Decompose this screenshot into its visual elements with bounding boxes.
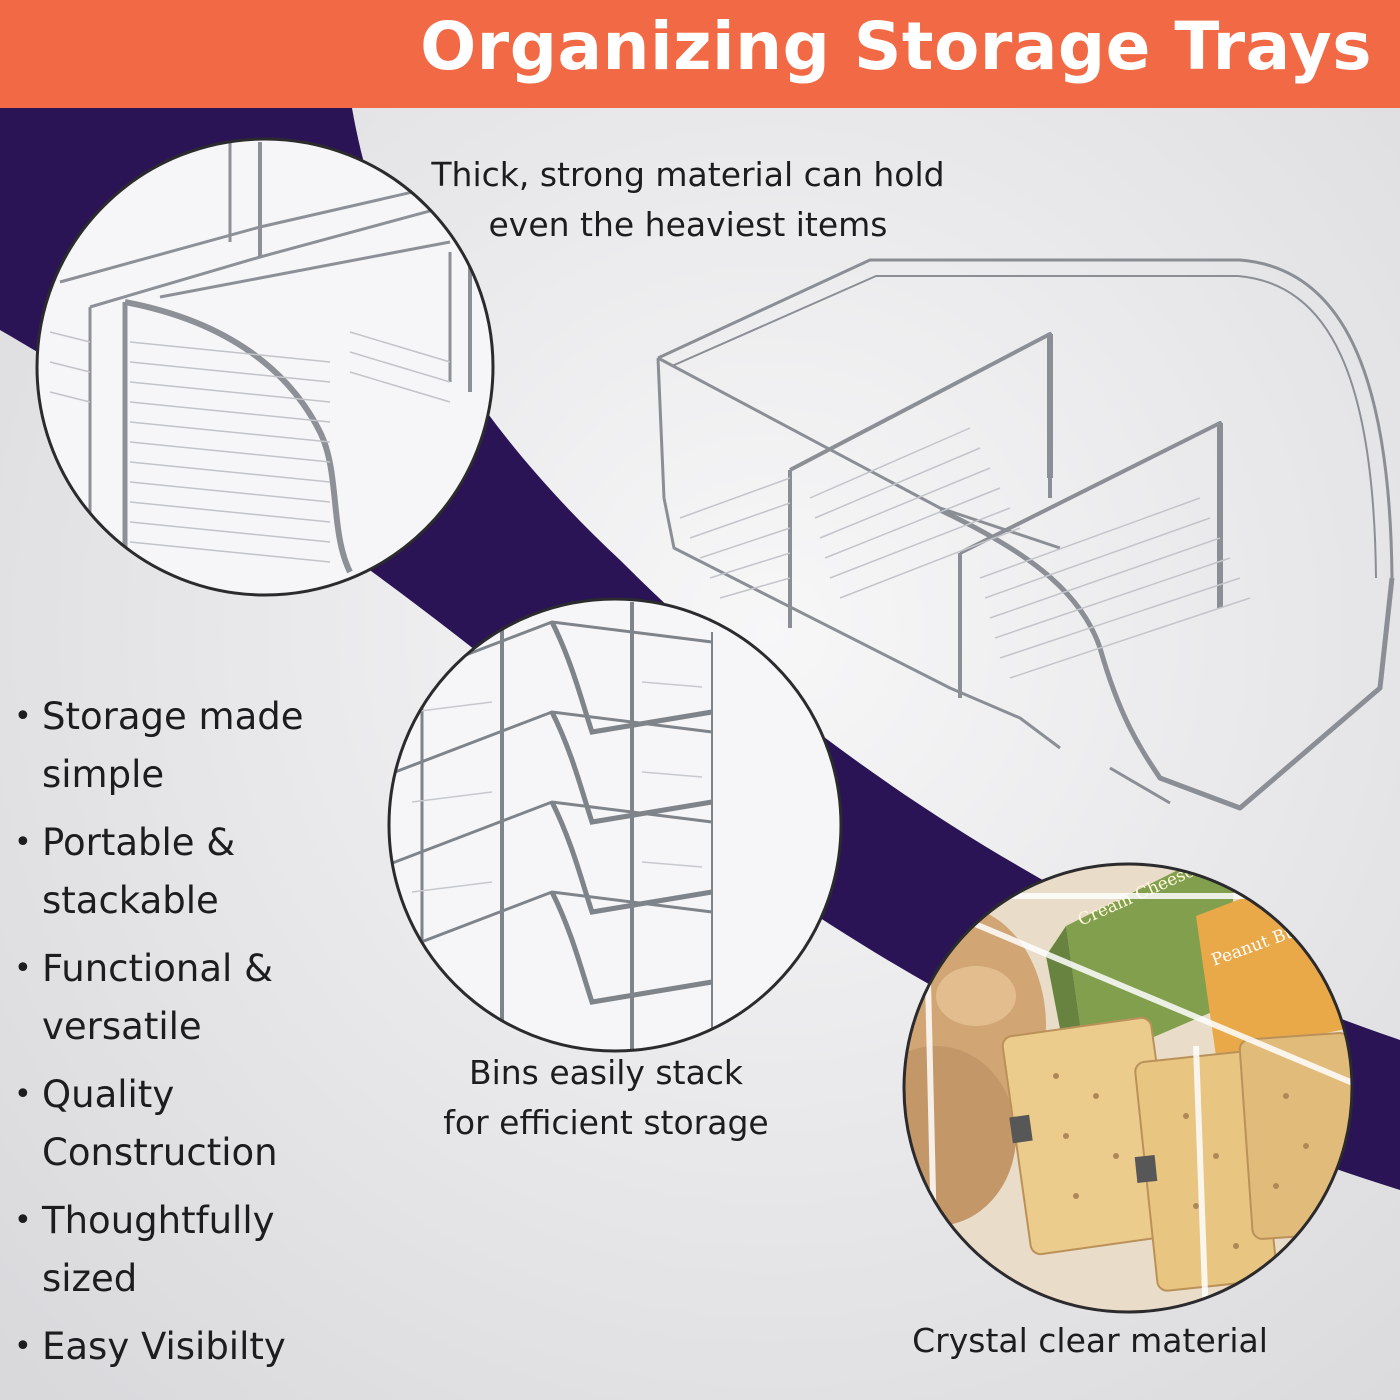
stacked-bins-photo (387, 597, 843, 1053)
feature-item: Quality Construction (10, 1066, 370, 1182)
feature-item: Portable & stackable (10, 814, 370, 930)
stack-caption-line-1: Bins easily stack (468, 1053, 744, 1092)
feature-item: Storage made simple (10, 688, 370, 804)
page-title: Organizing Storage Trays (420, 8, 1372, 85)
material-caption: Thick, strong material can hold even the… (410, 150, 966, 250)
feature-item: Easy Visibilty (10, 1318, 370, 1376)
material-closeup-photo (35, 137, 495, 597)
food-in-tray-photo: Cream Cheese & Chives Peanut Butter & Ho… (902, 862, 1354, 1314)
material-caption-line-1: Thick, strong material can hold (431, 155, 945, 194)
stack-caption: Bins easily stack for efficient storage (420, 1048, 792, 1148)
clear-material-caption: Crystal clear material (912, 1321, 1268, 1360)
feature-list: Storage made simple Portable & stackable… (10, 688, 370, 1386)
stack-caption-line-2: for efficient storage (443, 1103, 769, 1142)
material-caption-line-2: even the heaviest items (488, 205, 888, 244)
three-compartment-tray-photo (656, 258, 1395, 811)
title-banner: Organizing Storage Trays (0, 0, 1400, 108)
feature-item: Functional & versatile (10, 940, 370, 1056)
feature-item: Thoughtfully sized (10, 1192, 370, 1308)
